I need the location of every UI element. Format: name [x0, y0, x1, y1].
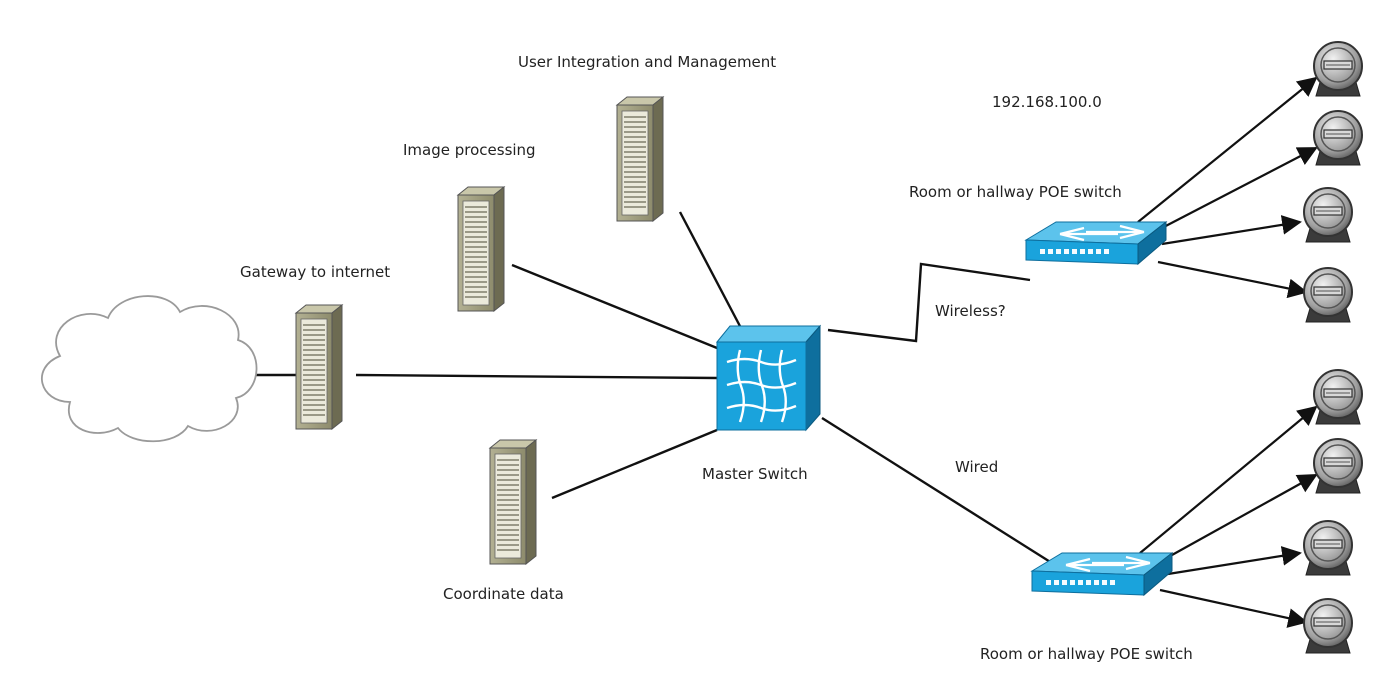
gateway-server-icon — [295, 304, 343, 430]
ip-camera-icon — [1313, 41, 1363, 97]
image-processing-server-icon — [457, 186, 505, 312]
camera-link — [1161, 215, 1302, 246]
camera-link — [1159, 588, 1308, 628]
internet-cloud-icon — [41, 295, 258, 443]
ip-camera-icon — [1303, 267, 1353, 323]
subnet-label: 192.168.100.0 — [992, 93, 1102, 111]
gateway-label: Gateway to internet — [240, 263, 390, 281]
camera-link — [1167, 546, 1302, 576]
wired-link-label: Wired — [955, 458, 998, 476]
link-wired — [821, 416, 1064, 572]
wireless-link-label: Wireless? — [935, 302, 1006, 320]
ip-camera-icon — [1313, 438, 1363, 494]
coordinate-data-label: Coordinate data — [443, 585, 564, 603]
ip-camera-icon — [1313, 369, 1363, 425]
camera-link — [1157, 260, 1308, 299]
poe-switch-bottom-label: Room or hallway POE switch — [980, 645, 1193, 663]
camera-links — [1137, 76, 1318, 628]
master-switch-label: Master Switch — [702, 465, 808, 483]
ip-camera-icon — [1303, 598, 1353, 654]
camera-link — [1139, 405, 1318, 554]
link-wireless — [827, 262, 1031, 343]
camera-link — [1162, 474, 1318, 561]
poe-switch-top-icon — [1024, 220, 1168, 266]
poe-switch-bottom-icon — [1030, 551, 1174, 597]
poe-switch-top-label: Room or hallway POE switch — [909, 183, 1122, 201]
link-coord-master — [551, 428, 718, 500]
coordinate-data-server-icon — [489, 439, 537, 565]
link-gateway-master — [355, 373, 718, 380]
ip-camera-icon — [1303, 187, 1353, 243]
link-userint-master — [678, 211, 744, 331]
ip-camera-icon — [1313, 110, 1363, 166]
user-integration-label: User Integration and Management — [518, 53, 776, 71]
camera-link — [1137, 76, 1318, 223]
master-switch-icon — [715, 324, 822, 432]
link-imageproc-master — [511, 263, 718, 350]
connections — [252, 211, 1064, 572]
ip-camera-icon — [1303, 520, 1353, 576]
user-integration-server-icon — [616, 96, 664, 222]
image-processing-label: Image processing — [403, 141, 536, 159]
camera-link — [1157, 147, 1318, 231]
